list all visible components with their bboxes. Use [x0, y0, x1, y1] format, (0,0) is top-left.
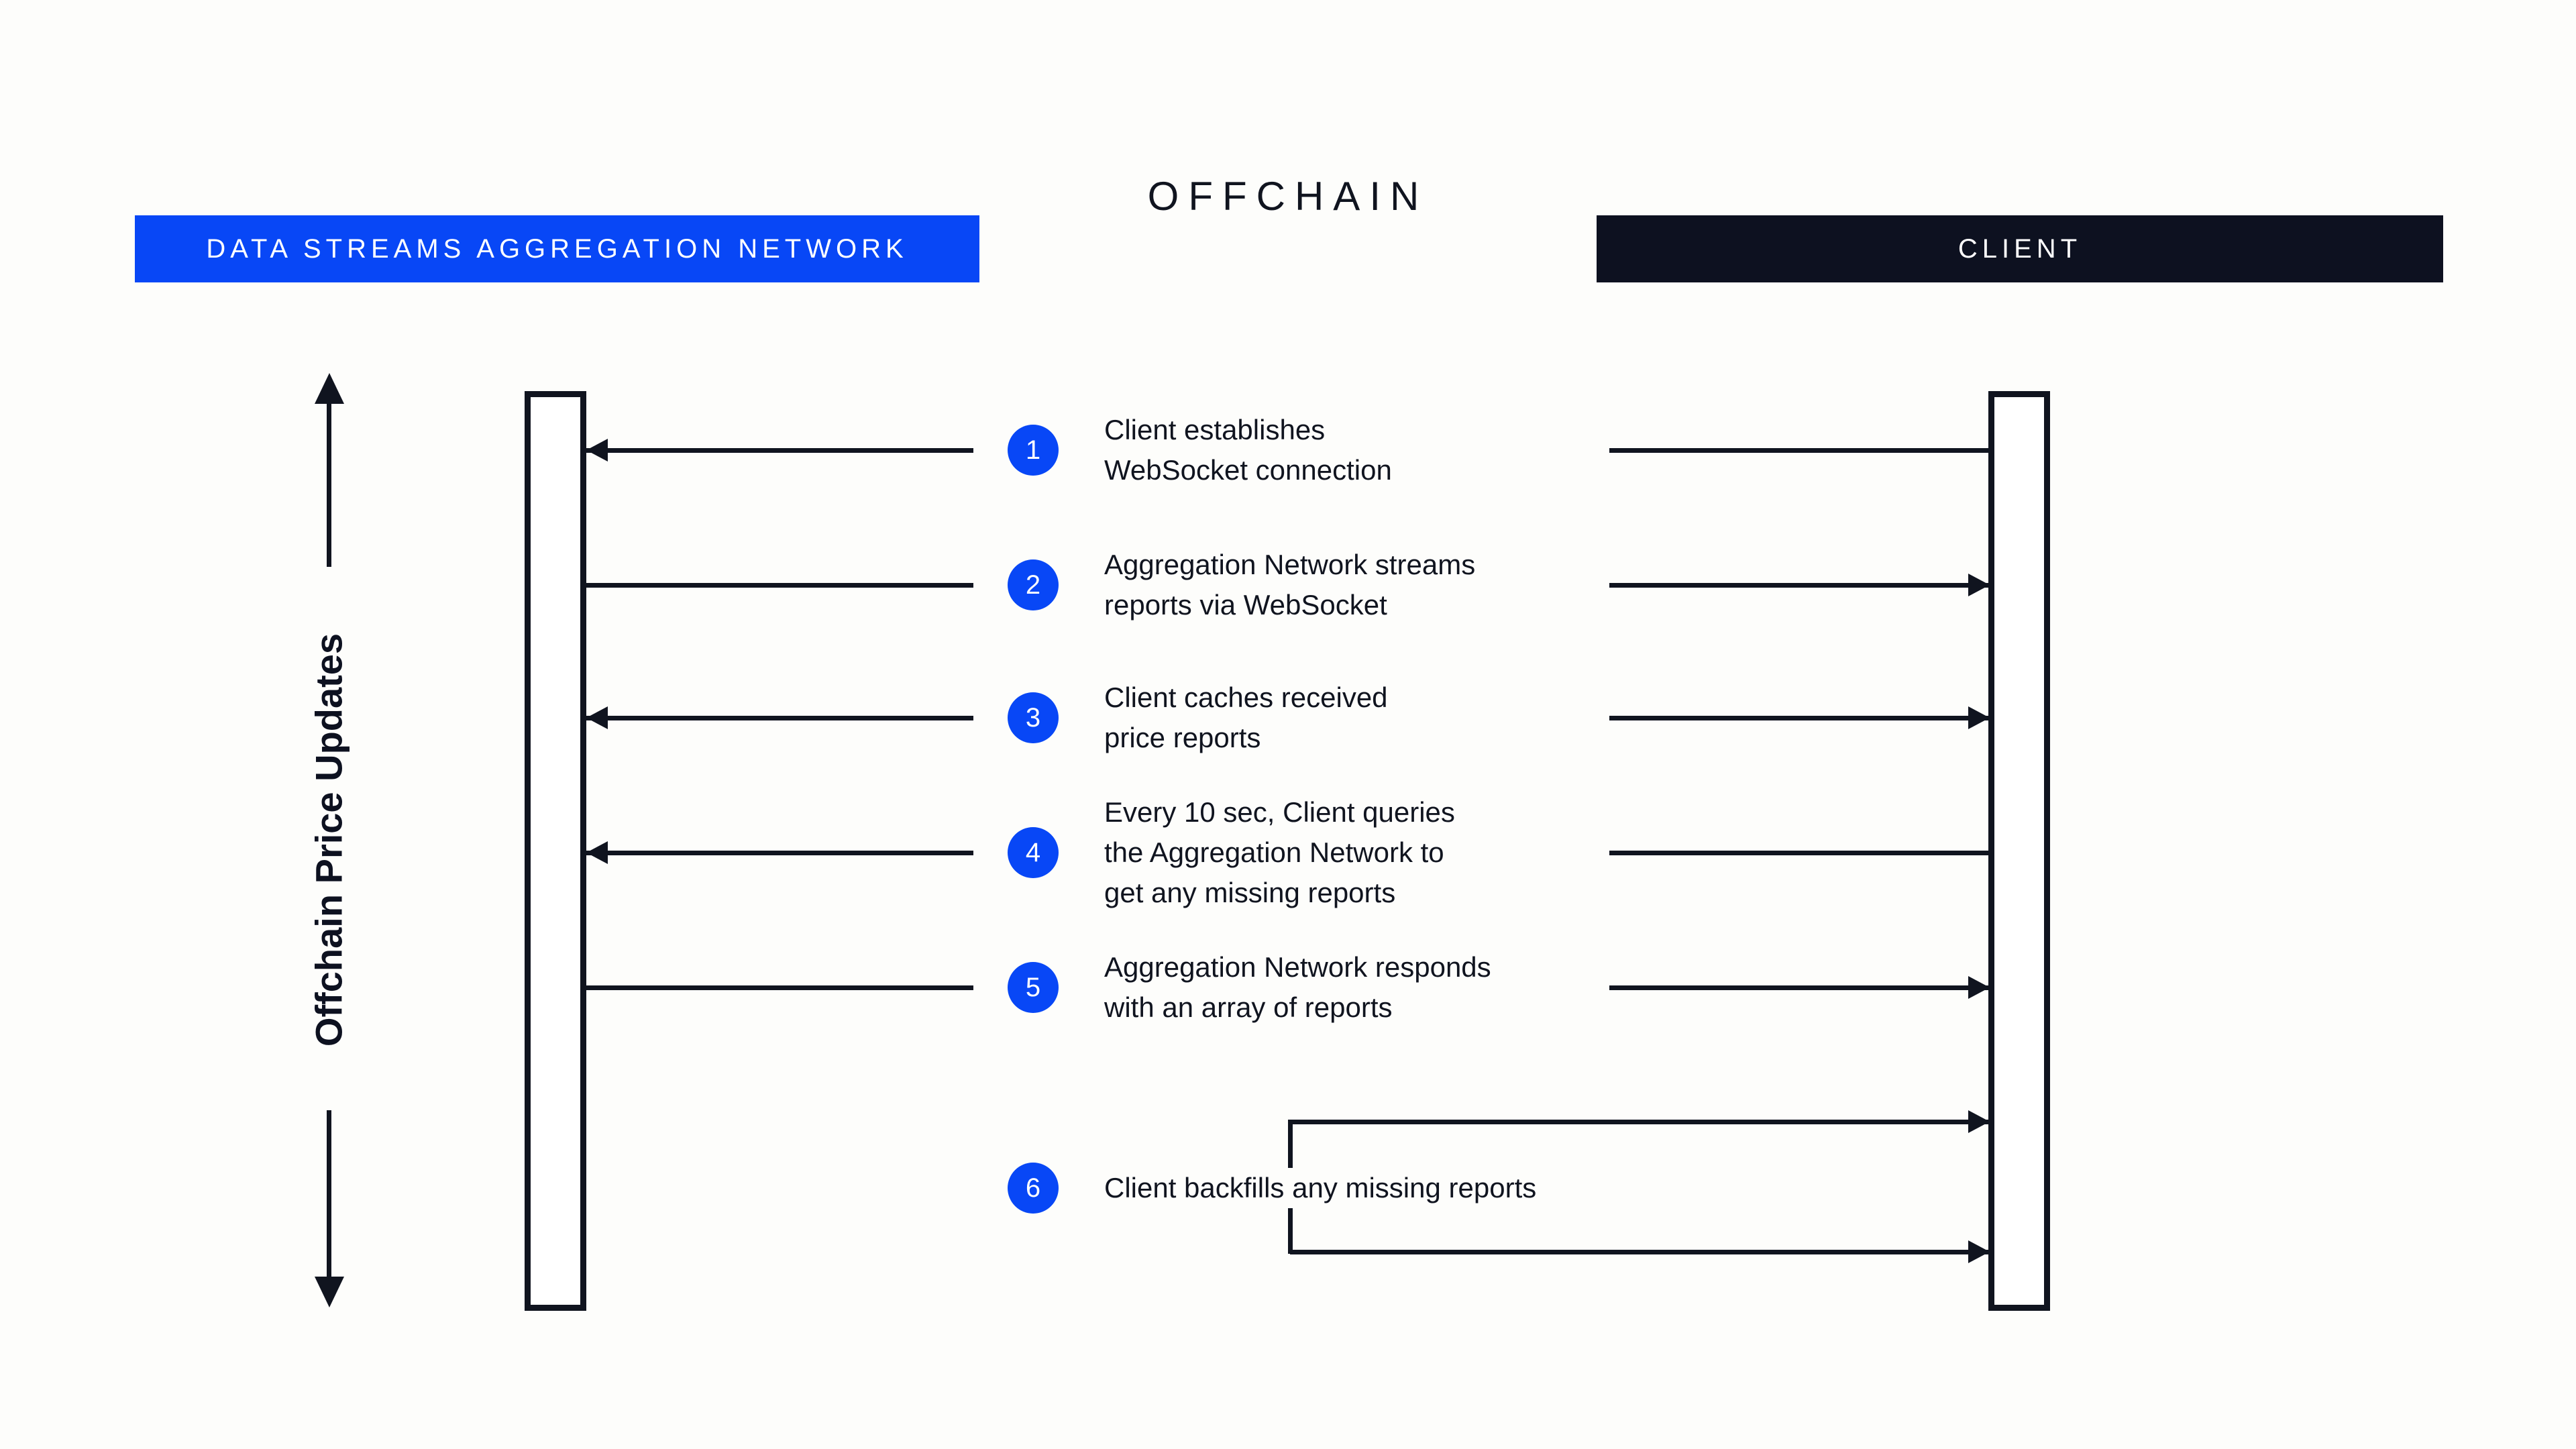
message-line [1290, 1120, 1990, 1124]
arrowhead-left-icon [586, 706, 608, 729]
step1-number-badge: 1 [1008, 425, 1059, 476]
step4-number-badge: 4 [1008, 827, 1059, 878]
diagram-title: OFFCHAIN [1147, 174, 1429, 219]
axis-line-top [327, 402, 331, 567]
arrowhead-right-icon [1968, 976, 1990, 999]
message-line [1609, 985, 1990, 990]
arrowhead-left-icon [586, 439, 608, 462]
step6-text: Client backfills any missing reports [1104, 1168, 1553, 1208]
arrowhead-left-icon [586, 841, 608, 864]
message-line [1609, 583, 1990, 588]
axis-line-bottom [327, 1110, 331, 1278]
message-line [1609, 851, 1990, 855]
message-line [586, 583, 973, 588]
step1-text: Client establishes WebSocket connection [1104, 414, 1392, 486]
arrowhead-right-icon [1968, 1240, 1990, 1263]
message-line [1290, 1250, 1990, 1254]
message-line [586, 851, 973, 855]
message-line [1609, 716, 1990, 720]
arrowhead-right-icon [1968, 1110, 1990, 1133]
lifeline-network [525, 391, 586, 1311]
step6-number-badge: 6 [1008, 1163, 1059, 1214]
arrowhead-right-icon [1968, 574, 1990, 596]
message-line [586, 985, 973, 990]
step4-text: Every 10 sec, Client queries the Aggrega… [1104, 796, 1455, 908]
step5-number-badge: 5 [1008, 962, 1059, 1013]
actor-banner-client: CLIENT [1597, 215, 2443, 282]
axis-label: Offchain Price Updates [307, 633, 350, 1047]
step5-text: Aggregation Network responds with an arr… [1104, 951, 1491, 1023]
step3-number-badge: 3 [1008, 692, 1059, 743]
actor-banner-network: DATA STREAMS AGGREGATION NETWORK [135, 215, 979, 282]
arrow-down-icon [315, 1277, 344, 1307]
arrowhead-right-icon [1968, 706, 1990, 729]
arrow-up-icon [315, 373, 344, 404]
message-line [1609, 448, 1990, 453]
message-line [586, 448, 973, 453]
step3-text: Client caches received price reports [1104, 682, 1388, 753]
step2-number-badge: 2 [1008, 559, 1059, 610]
step2-text: Aggregation Network streams reports via … [1104, 549, 1476, 621]
message-line [586, 716, 973, 720]
lifeline-client [1988, 391, 2050, 1311]
